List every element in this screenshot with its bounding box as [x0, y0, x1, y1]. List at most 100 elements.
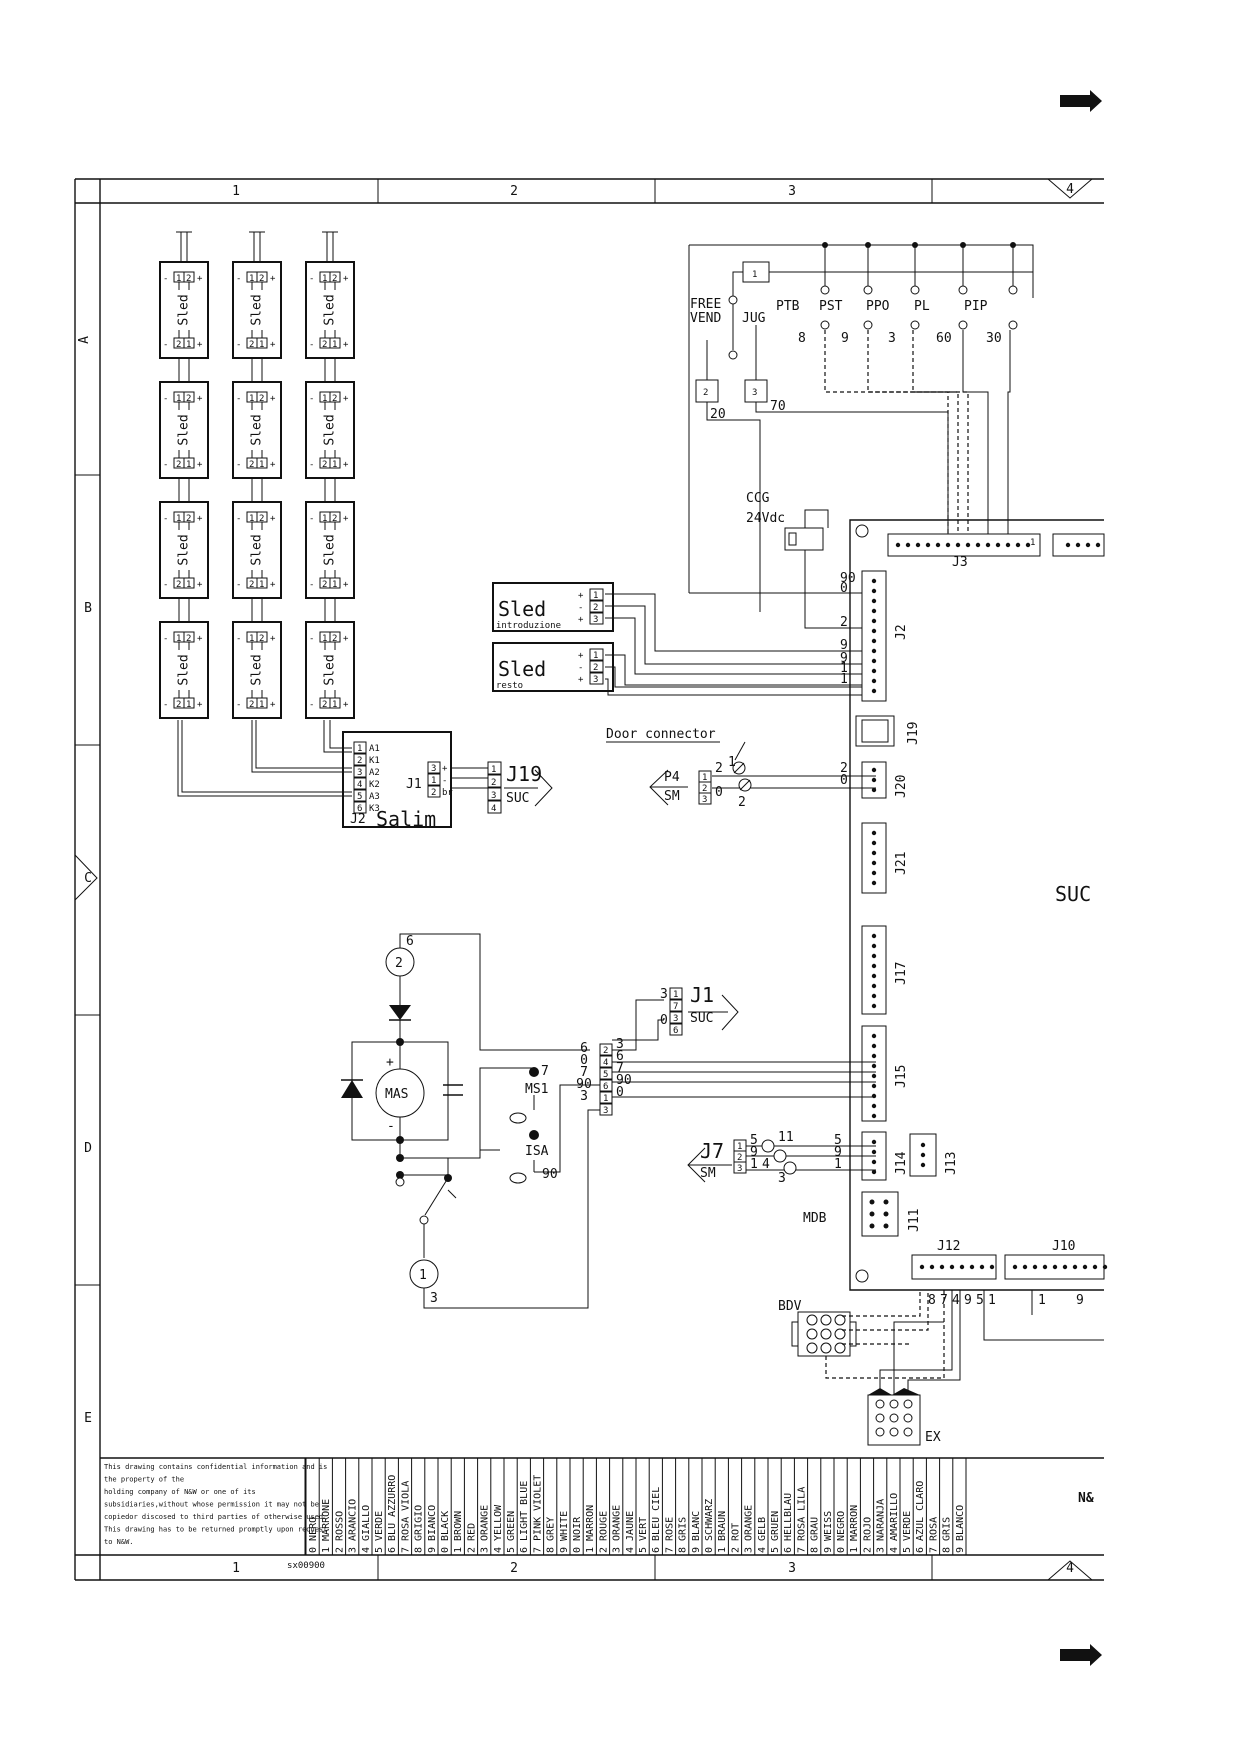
j3-pin-dot — [935, 542, 941, 548]
legend-entry: 8 GREY — [546, 1517, 557, 1553]
j19-pin — [487, 787, 502, 801]
confidential-line: the property of the — [104, 1476, 184, 1484]
sled-pin-sign: - — [163, 514, 168, 524]
legend-entry: 5 GREEN — [506, 1511, 517, 1553]
j10-pin-dot — [1102, 1264, 1108, 1270]
sled-pin-number: 1 — [176, 274, 181, 284]
sled-side-pin — [589, 648, 604, 661]
sled-pin-number: 2 — [259, 514, 264, 524]
j2-pin-dot — [871, 578, 877, 584]
title-block: This drawing contains confidential infor… — [99, 1457, 1094, 1556]
legend-entry: 2 ROSSO — [334, 1511, 345, 1553]
sled-pin-sign: + — [270, 394, 276, 404]
sled-side-pin-number: 1 — [593, 651, 598, 661]
motor-mid-pin-number: 3 — [603, 1106, 608, 1116]
sled-pin-sign: + — [270, 274, 276, 284]
confidential-line: This drawing has to be returned promptly… — [104, 1526, 327, 1534]
sled-label: Sled — [177, 414, 192, 445]
j12-wire-number: 1 — [988, 1293, 996, 1308]
motor-circuit: 2 6 MAS + - 1 3 7 — [341, 933, 876, 1309]
col-label-3-bottom: 3 — [788, 1561, 796, 1576]
legend-entry: 1 MARRON — [849, 1505, 860, 1553]
j14-pin-dot — [871, 1149, 877, 1155]
isa-label: ISA — [525, 1144, 549, 1159]
j12-wire-number: 5 — [976, 1293, 984, 1308]
sled-pin-sign: + — [343, 580, 349, 590]
legend-entry: 2 ROJO — [862, 1517, 873, 1553]
bdv-contact — [820, 1342, 832, 1354]
salim-left-pin-label: K1 — [369, 756, 380, 766]
j10-pin-dot — [1082, 1264, 1088, 1270]
j19-pin — [487, 761, 502, 775]
junction-dot — [912, 242, 918, 248]
j1-pin-number: 7 — [673, 1002, 678, 1012]
wire-70: 70 — [770, 399, 786, 414]
j2-pin-dot — [871, 668, 877, 674]
sled-side-pin — [589, 672, 604, 685]
j15-pin-dot — [871, 1103, 877, 1109]
bdv-contact — [820, 1328, 832, 1340]
sled-pin-number: 1 — [176, 394, 181, 404]
motor-mid-pin — [599, 1067, 613, 1080]
j15-pin-dot — [871, 1093, 877, 1099]
j17-pin-dot — [871, 953, 877, 959]
j7-wire-number: 9 — [750, 1145, 758, 1160]
motor-mid-left-wire: 0 — [580, 1053, 588, 1068]
brand-fragment: N& — [1078, 1491, 1094, 1506]
switch-contact — [1008, 285, 1018, 295]
sled-pin-sign: - — [309, 460, 314, 470]
salim-left-pin-label: A2 — [369, 768, 380, 778]
legend-entry: 8 GRAU — [810, 1517, 821, 1553]
legend-entry: 6 BLU AZZURRO — [387, 1475, 398, 1553]
col-label-4-bottom: 4 — [1066, 1561, 1074, 1576]
switch-label: PPO — [866, 299, 890, 314]
j7-pin-number: 3 — [737, 1164, 742, 1174]
ex-label: EX — [925, 1430, 941, 1445]
sled-pin-sign: - — [309, 634, 314, 644]
salim-right-pin — [427, 785, 441, 798]
motor-mid-left-wire: 6 — [580, 1041, 588, 1056]
j7-pin — [733, 1161, 747, 1174]
sled-to-j2-wires — [605, 593, 876, 696]
salim-right-pin — [427, 761, 441, 774]
wire-20: 20 — [710, 407, 726, 422]
legend-entry: 3 ARANCIO — [348, 1499, 359, 1553]
j17-pin-dot — [871, 933, 877, 939]
j7-node-number: 11 — [778, 1130, 794, 1145]
sled-intro-box: Sled introduzione 1+2-3+ — [492, 582, 614, 632]
salim-left-pin — [353, 741, 367, 754]
sled-pin-sign: - — [236, 394, 241, 404]
j1-pin-number: 1 — [673, 990, 678, 1000]
row-label-e: E — [84, 1411, 92, 1426]
switch-label: PL — [914, 299, 930, 314]
salim-left-pin-number: 1 — [357, 744, 362, 754]
j19-pin-number: 2 — [491, 778, 496, 788]
sled-pin-number: 1 — [176, 514, 181, 524]
j21-pin-dot — [871, 870, 877, 876]
sled-side-pin — [589, 660, 604, 673]
door-wire-number: 2 — [715, 761, 723, 776]
j3-pin-dot — [925, 542, 931, 548]
confidential-line: This drawing contains confidential infor… — [104, 1463, 327, 1471]
switch-contact — [910, 285, 920, 295]
j14-wire-number: 5 — [834, 1133, 842, 1148]
sled-pin-sign: - — [236, 460, 241, 470]
j15-label: J15 — [894, 1065, 909, 1088]
motor-w90: 90 — [542, 1167, 558, 1182]
motor-mid-pin-number: 4 — [603, 1058, 608, 1068]
j17-pin-dot — [871, 973, 877, 979]
row-label-d: D — [84, 1141, 92, 1156]
sled-label-bg — [322, 650, 338, 690]
legend-entry: 8 GRIS — [942, 1517, 953, 1553]
j2-pin-dot — [871, 648, 877, 654]
junction-dot — [960, 242, 966, 248]
j15-pin-dot — [871, 1043, 877, 1049]
j15-pin-dot — [871, 1083, 877, 1089]
j3-pin-dot — [1025, 542, 1031, 548]
salim-left-pin-label: K2 — [369, 780, 380, 790]
confidential-line: holding company of N&W or one of its — [104, 1488, 256, 1496]
j3-pin-dot — [965, 542, 971, 548]
j3-pin-dot — [1065, 542, 1071, 548]
